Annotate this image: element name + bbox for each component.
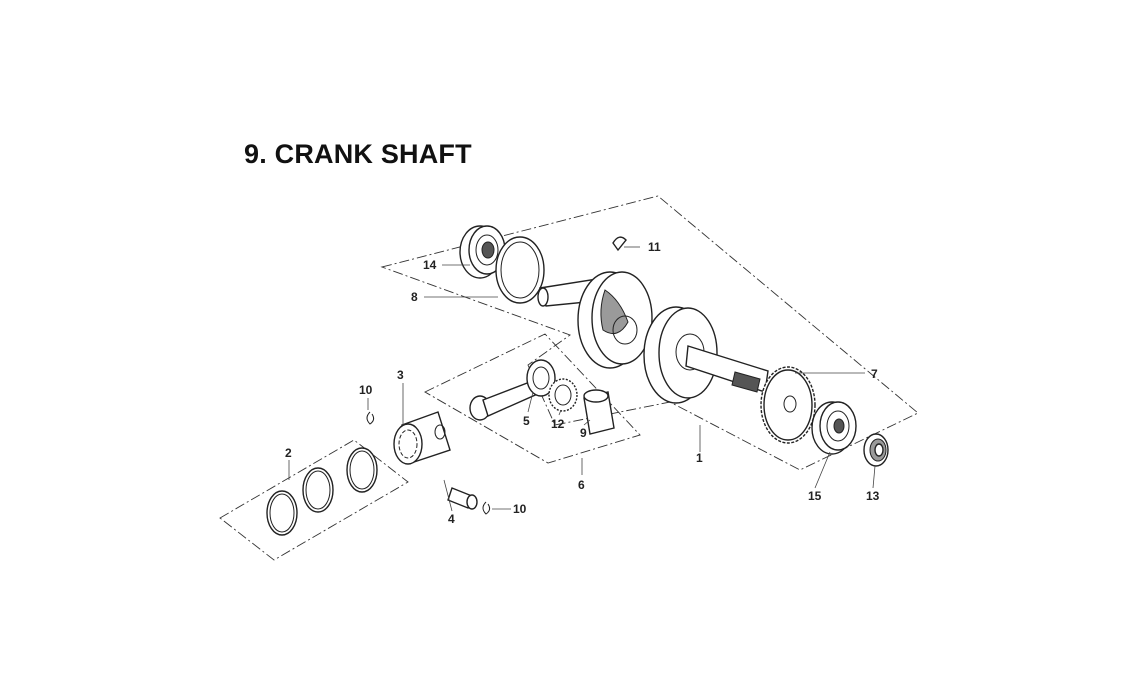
- drive-gear-part: [760, 366, 816, 444]
- circlip-lower-part: [482, 501, 491, 515]
- piston-rings-part: [266, 447, 378, 536]
- needle-bearing-part: [548, 378, 578, 412]
- part-label-13: 13: [866, 489, 880, 503]
- connecting-rod-group-box: [424, 333, 641, 464]
- part-label-6: 6: [578, 478, 585, 492]
- part-label-14: 14: [423, 258, 437, 272]
- piston-part: [393, 411, 451, 465]
- crankshaft-left-web: [577, 271, 653, 369]
- part-label-12: 12: [551, 417, 565, 431]
- part-label-15: 15: [808, 489, 822, 503]
- part-label-1: 1: [696, 451, 703, 465]
- circlip-upper-part: [366, 411, 375, 425]
- part-label-10-lower: 10: [513, 502, 527, 516]
- part-label-3: 3: [397, 368, 404, 382]
- part-label-4: 4: [448, 512, 455, 526]
- leader-lines: [288, 246, 876, 512]
- shim-ring-part: [495, 236, 545, 304]
- part-label-8: 8: [411, 290, 418, 304]
- part-label-11: 11: [648, 240, 661, 254]
- part-label-9: 9: [580, 426, 587, 440]
- piston-pin-part: [447, 487, 478, 510]
- piston-rings-box: [219, 439, 409, 561]
- crank-pin-part: [583, 389, 615, 435]
- part-label-7: 7: [871, 367, 878, 381]
- part-label-10-upper: 10: [359, 383, 373, 397]
- diagram-title: 9. CRANK SHAFT: [244, 139, 472, 169]
- part-label-5: 5: [523, 414, 530, 428]
- connecting-rod-part: [469, 359, 556, 421]
- part-label-2: 2: [285, 446, 292, 460]
- oil-seal-part: [863, 433, 889, 467]
- woodruff-key-part: [612, 236, 627, 252]
- right-bearing-part: [811, 401, 857, 455]
